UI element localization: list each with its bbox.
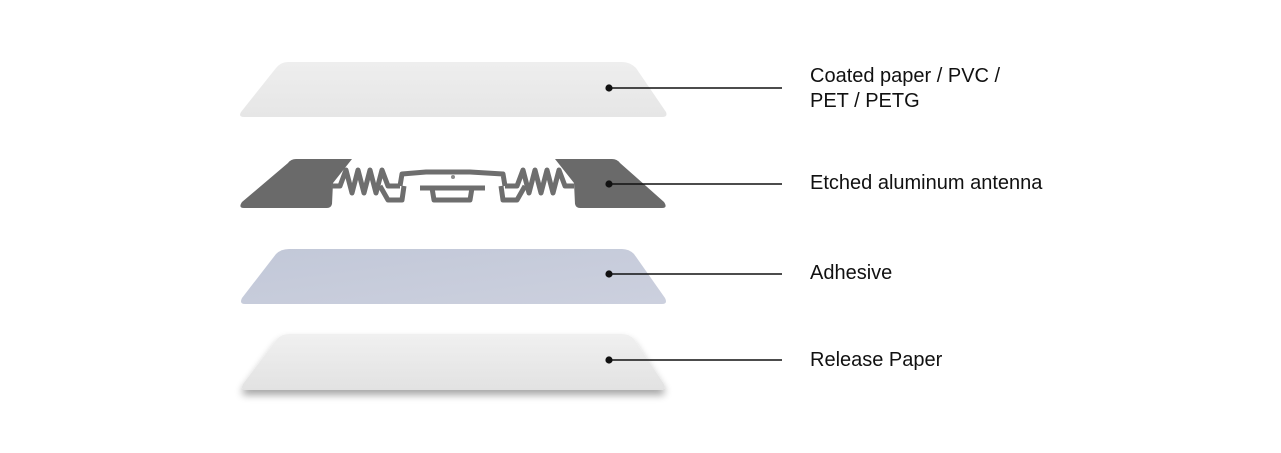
- label-antenna: Etched aluminum antenna: [810, 172, 1043, 194]
- label-coated-paper-line-2: PET / PETG: [810, 90, 920, 112]
- release-paper-layer: [242, 334, 665, 390]
- antenna-left-pad: [240, 159, 352, 208]
- leader-lines: [605, 84, 782, 364]
- label-adhesive: Adhesive: [810, 262, 893, 284]
- coated-paper-layer: [240, 62, 667, 117]
- antenna-chip: [451, 175, 455, 179]
- label-coated-paper-line-1: Coated paper / PVC /: [810, 65, 1001, 87]
- antenna-layer: [240, 159, 666, 208]
- adhesive-layer: [241, 249, 666, 304]
- antenna-meander-trace: [331, 167, 574, 203]
- label-coated-paper: Coated paper / PVC / PET / PETG: [810, 64, 1000, 114]
- label-release-paper: Release Paper: [810, 349, 943, 371]
